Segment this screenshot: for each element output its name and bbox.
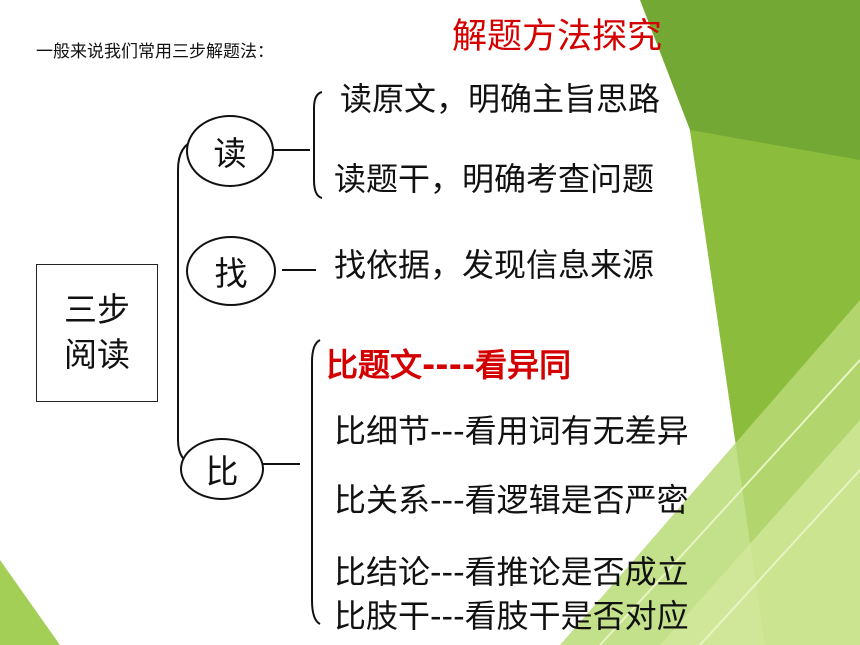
- root-line-2: 阅读: [64, 335, 130, 374]
- step-circle-du: 读: [186, 115, 274, 187]
- bracket-bi: [311, 339, 321, 625]
- page-title: 解题方法探究: [452, 17, 663, 57]
- main-brace: [177, 139, 197, 467]
- du-item-2: 读题干，明确考查问题: [334, 160, 655, 198]
- bracket-du: [313, 91, 323, 199]
- du-item-1: 读原文，明确主旨思路: [340, 80, 661, 118]
- step-circle-zhao: 找: [186, 236, 276, 306]
- zhao-item-1: 找依据，发现信息来源: [334, 246, 655, 284]
- bi-item-1: 比题文----看异同: [326, 346, 572, 384]
- green-stripe-2: [699, 469, 860, 645]
- green-shape-pale: [660, 420, 860, 645]
- bi-item-5: 比肢干---看肢干是否对应: [334, 597, 689, 635]
- green-stripe-1: [599, 359, 860, 645]
- green-shape-left-corner: [0, 560, 60, 645]
- root-line-1: 三步: [64, 290, 130, 330]
- bi-item-2: 比细节---看用词有无差异: [334, 412, 689, 450]
- step-circle-bi: 比: [180, 438, 264, 500]
- bi-item-4: 比结论---看推论是否成立: [334, 553, 689, 591]
- intro-text: 一般来说我们常用三步解题法：: [36, 42, 274, 62]
- bi-item-3: 比关系---看逻辑是否严密: [334, 481, 689, 519]
- root-box: 三步 阅读: [36, 264, 158, 402]
